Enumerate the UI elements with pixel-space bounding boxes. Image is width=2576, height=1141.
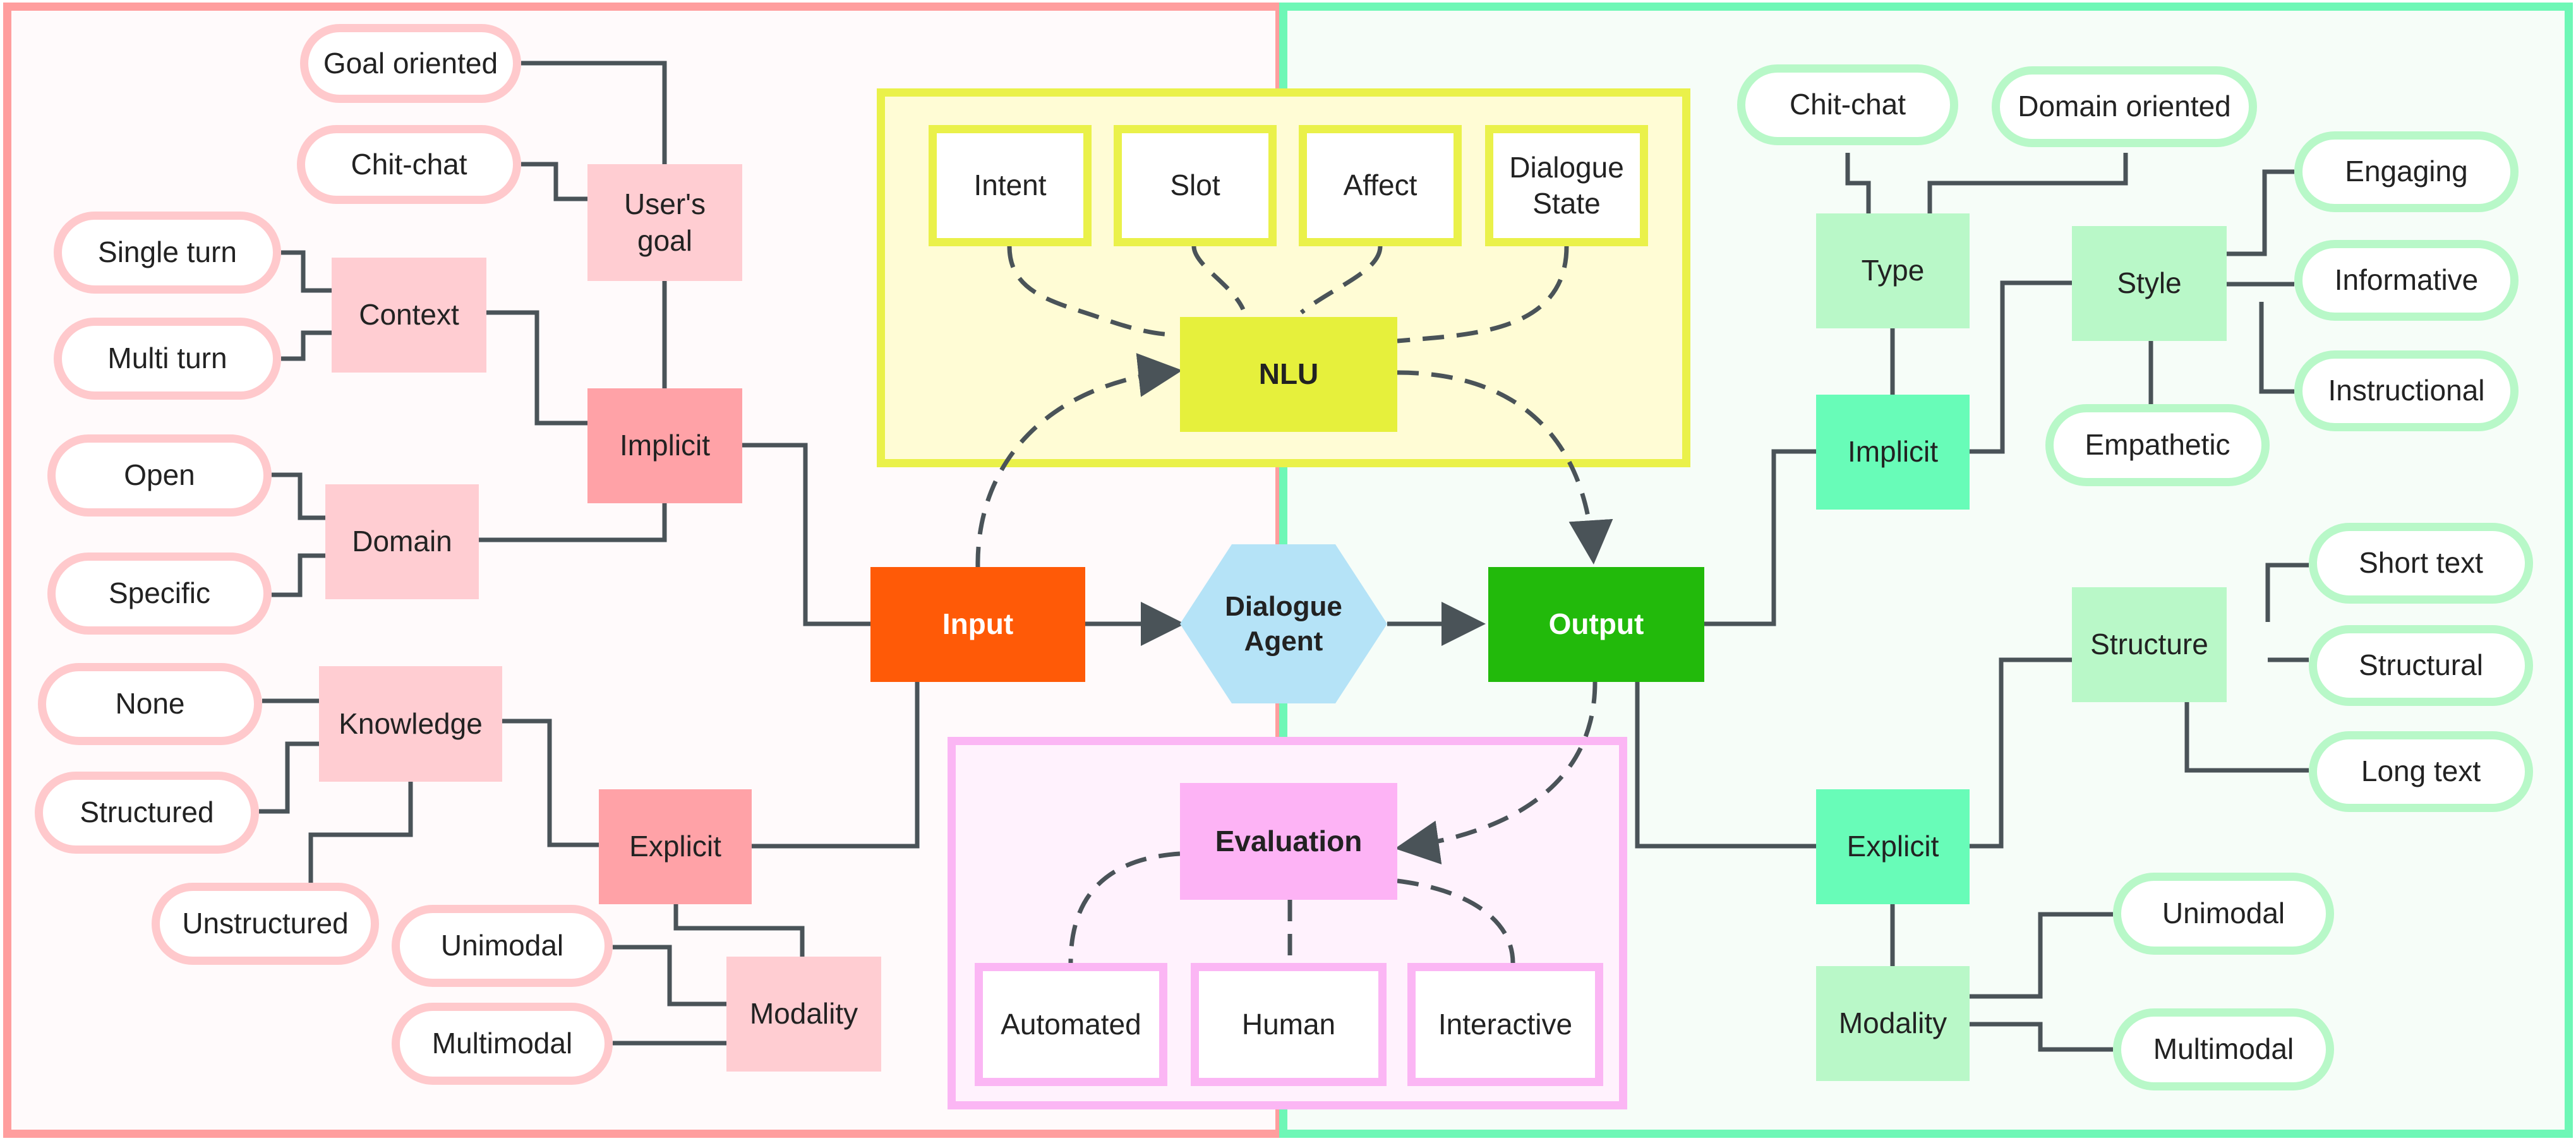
pill-unstructured: Unstructured bbox=[152, 883, 379, 965]
evaluation-item-automated: Automated bbox=[975, 963, 1167, 1086]
nlu-node: NLU bbox=[1180, 317, 1397, 432]
nlu-item-intent: Intent bbox=[929, 125, 1092, 246]
pill-single-turn: Single turn bbox=[54, 212, 281, 294]
pill-multimodal-output: Multimodal bbox=[2113, 1008, 2334, 1090]
nlu-item-dialogue-state: Dialogue State bbox=[1485, 125, 1648, 246]
output-node: Output bbox=[1488, 567, 1704, 682]
output-explicit-node: Explicit bbox=[1816, 789, 1970, 904]
context-node: Context bbox=[332, 258, 486, 373]
pill-multimodal-input: Multimodal bbox=[392, 1003, 613, 1085]
users-goal-node: User's goal bbox=[587, 164, 742, 281]
output-implicit-node: Implicit bbox=[1816, 395, 1970, 510]
input-modality-node: Modality bbox=[726, 957, 881, 1072]
style-node: Style bbox=[2072, 226, 2227, 341]
input-implicit-node: Implicit bbox=[587, 388, 742, 503]
pill-unimodal-output: Unimodal bbox=[2113, 873, 2334, 955]
pill-structured: Structured bbox=[35, 772, 259, 854]
pill-short-text: Short text bbox=[2309, 523, 2533, 604]
pill-open: Open bbox=[47, 434, 272, 517]
pill-chit-chat-input: Chit-chat bbox=[297, 125, 521, 204]
solid-connectors bbox=[259, 61, 2309, 1052]
nlu-item-affect: Affect bbox=[1299, 125, 1462, 246]
pill-chit-chat-output: Chit-chat bbox=[1737, 64, 1958, 145]
domain-node: Domain bbox=[325, 484, 479, 599]
evaluation-item-interactive: Interactive bbox=[1407, 963, 1603, 1086]
type-node: Type bbox=[1816, 213, 1970, 328]
nlu-item-slot: Slot bbox=[1114, 125, 1277, 246]
pill-multi-turn: Multi turn bbox=[54, 318, 281, 400]
knowledge-node: Knowledge bbox=[319, 666, 502, 782]
pill-long-text: Long text bbox=[2309, 731, 2533, 812]
pill-engaging: Engaging bbox=[2294, 131, 2519, 212]
pill-unimodal-input: Unimodal bbox=[392, 905, 613, 987]
pill-instructional: Instructional bbox=[2294, 350, 2519, 431]
pill-informative: Informative bbox=[2294, 240, 2519, 321]
input-node: Input bbox=[870, 567, 1085, 682]
input-explicit-node: Explicit bbox=[599, 789, 752, 904]
pill-specific: Specific bbox=[47, 553, 272, 635]
evaluation-node: Evaluation bbox=[1180, 783, 1397, 900]
evaluation-item-human: Human bbox=[1191, 963, 1387, 1086]
structure-node: Structure bbox=[2072, 587, 2227, 702]
output-modality-node: Modality bbox=[1816, 966, 1970, 1081]
pill-none: None bbox=[38, 663, 262, 745]
dashed-connectors bbox=[975, 246, 1613, 964]
pill-goal-oriented: Goal oriented bbox=[300, 24, 521, 103]
pill-domain-oriented: Domain oriented bbox=[1992, 66, 2257, 147]
pill-empathetic: Empathetic bbox=[2045, 404, 2270, 486]
pill-structural: Structural bbox=[2309, 625, 2533, 706]
